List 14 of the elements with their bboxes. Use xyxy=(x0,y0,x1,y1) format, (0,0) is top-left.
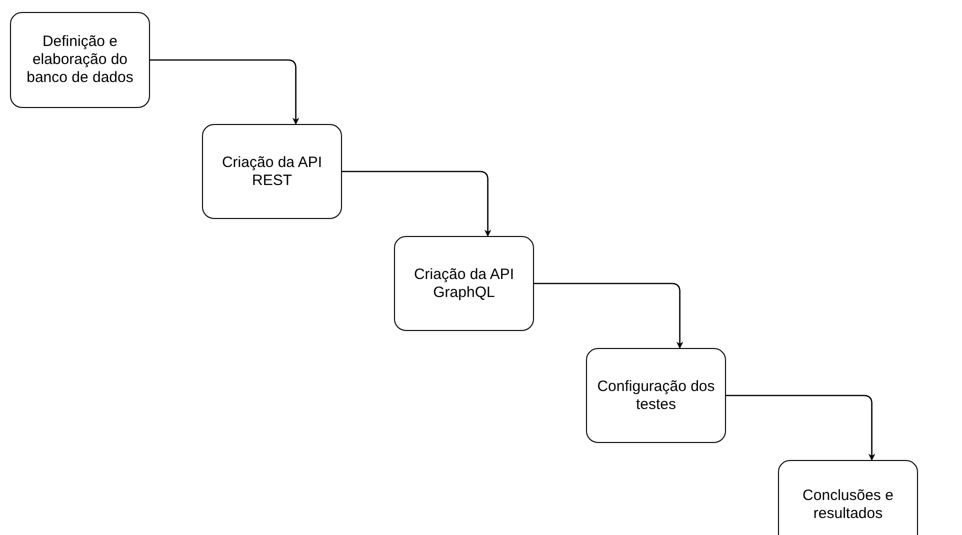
box-label: Criação da API GraphQL xyxy=(412,266,516,302)
arrow xyxy=(726,394,876,461)
box-label: Definição e elaboração do banco de dados xyxy=(26,33,134,87)
box-label: Criação da API REST xyxy=(220,154,324,190)
box-label: Conclusões e resultados xyxy=(802,487,894,523)
arrow xyxy=(342,170,492,237)
arrow xyxy=(150,59,300,125)
process-box xyxy=(778,460,918,535)
box-label: Configuração dos testes xyxy=(597,378,715,414)
process-box xyxy=(10,12,150,108)
process-box xyxy=(394,236,534,331)
process-box xyxy=(202,124,342,219)
arrow xyxy=(534,282,684,349)
process-box xyxy=(586,348,726,443)
